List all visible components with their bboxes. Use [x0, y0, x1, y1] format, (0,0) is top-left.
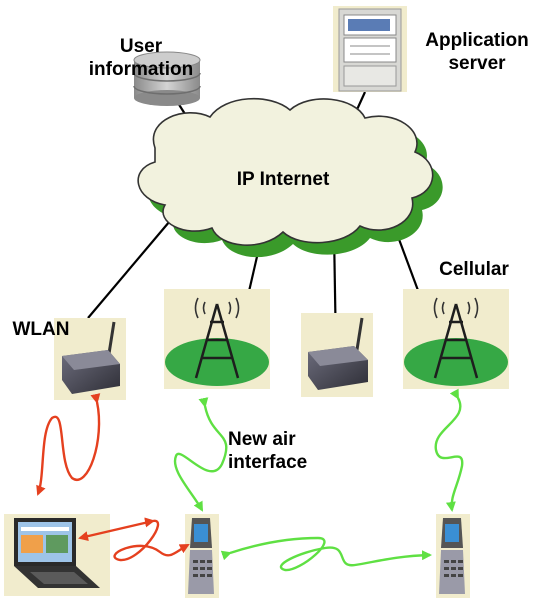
- ip-internet-cloud: [137, 97, 443, 258]
- user-information-label: User information: [86, 35, 196, 81]
- laptop-icon: [4, 514, 110, 596]
- cellular-radio-links: [173, 388, 464, 572]
- phone-icon-right: [436, 514, 470, 598]
- cell-tower-right: [403, 289, 509, 389]
- server-icon: [333, 6, 407, 92]
- cellular-label: Cellular: [439, 259, 509, 280]
- wlan-label: WLAN: [12, 319, 70, 340]
- new-air-interface-line1: New air: [228, 429, 296, 450]
- new-air-interface-label: New air interface: [228, 428, 328, 474]
- phone-icon-center: [185, 514, 219, 598]
- wlan-router-right: [301, 313, 373, 397]
- application-server-line2: server: [448, 53, 506, 74]
- application-server-line1: Application: [425, 30, 529, 51]
- cell-tower-left: [164, 289, 270, 389]
- application-server-label: Application server: [415, 29, 539, 75]
- database-icon: [133, 51, 201, 106]
- user-information-line1: User: [119, 36, 163, 57]
- wlan-radio-links: [36, 393, 190, 562]
- user-information-line2: information: [88, 59, 194, 80]
- ip-internet-label: IP Internet: [236, 169, 330, 190]
- new-air-interface-line2: interface: [228, 452, 308, 473]
- wlan-router-left: [54, 318, 126, 400]
